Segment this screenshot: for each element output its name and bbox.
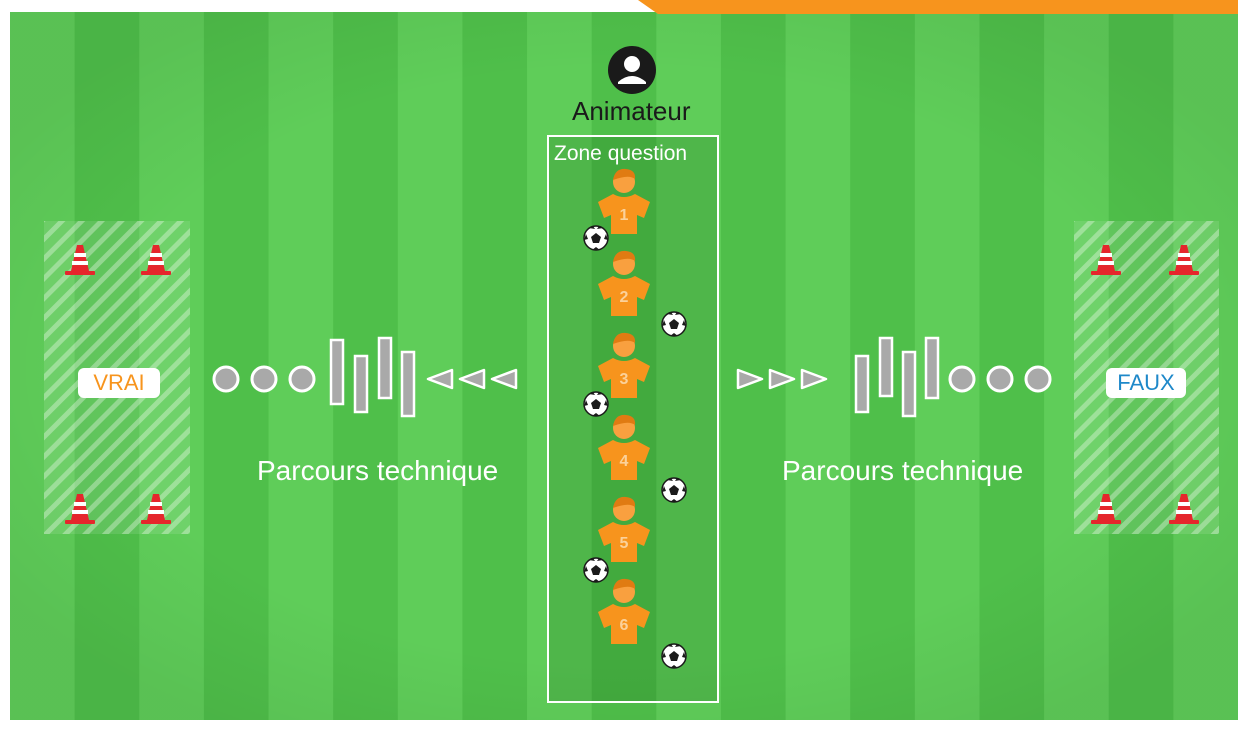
- animateur-label: Animateur: [572, 96, 691, 126]
- direction-arrow: [768, 368, 796, 390]
- faux-label: FAUX: [1106, 368, 1186, 398]
- traffic-cone-icon: [65, 494, 95, 524]
- person-icon: [608, 46, 656, 94]
- slalom-pole: [924, 336, 940, 400]
- marker-disc: [986, 365, 1014, 393]
- marker-disc: [1024, 365, 1052, 393]
- player-number: 1: [620, 207, 629, 224]
- slalom-pole: [901, 350, 917, 418]
- player-number: 2: [620, 289, 629, 306]
- soccer-ball-icon: [661, 477, 687, 503]
- football-pitch: 1 2 3 4 5 6 VRAI FAUX Parcours technique Parc…: [10, 12, 1238, 720]
- player-number: 4: [620, 453, 629, 470]
- traffic-cone-icon: [1169, 494, 1199, 524]
- traffic-cone-icon: [65, 245, 95, 275]
- soccer-ball-icon: [661, 311, 687, 337]
- player-number: 5: [620, 535, 629, 552]
- direction-arrow: [458, 368, 486, 390]
- traffic-cone-icon: [1091, 494, 1121, 524]
- direction-arrow: [426, 368, 454, 390]
- direction-arrow: [490, 368, 518, 390]
- player-jersey-icon: 4: [598, 414, 650, 480]
- slalom-pole: [400, 350, 416, 418]
- zone-question-label: Zone question: [554, 142, 688, 165]
- marker-disc: [948, 365, 976, 393]
- parcours-technique-right: Parcours technique: [782, 455, 1024, 486]
- parcours-technique-left: Parcours technique: [257, 455, 499, 486]
- slalom-pole: [878, 336, 894, 398]
- player-jersey-icon: 2: [598, 250, 650, 316]
- player-jersey-icon: 5: [598, 496, 650, 562]
- soccer-ball-icon: [583, 557, 609, 583]
- player-number: 3: [620, 371, 629, 388]
- player-jersey-icon: 1: [598, 168, 650, 234]
- slalom-pole: [377, 336, 393, 400]
- player-jersey-icon: 6: [598, 578, 650, 644]
- slalom-pole: [329, 338, 345, 406]
- slalom-pole: [854, 354, 870, 414]
- soccer-ball-icon: [661, 643, 687, 669]
- vrai-label: VRAI: [78, 368, 160, 398]
- traffic-cone-icon: [141, 494, 171, 524]
- player-jersey-icon: 3: [598, 332, 650, 398]
- traffic-cone-icon: [1169, 245, 1199, 275]
- slalom-pole: [353, 354, 369, 414]
- soccer-ball-icon: [583, 225, 609, 251]
- marker-disc: [212, 365, 240, 393]
- direction-arrow: [736, 368, 764, 390]
- traffic-cone-icon: [141, 245, 171, 275]
- corner-accent: [638, 0, 1238, 19]
- marker-disc: [250, 365, 278, 393]
- player-number: 6: [620, 617, 629, 634]
- soccer-ball-icon: [583, 391, 609, 417]
- traffic-cone-icon: [1091, 245, 1121, 275]
- direction-arrow: [800, 368, 828, 390]
- marker-disc: [288, 365, 316, 393]
